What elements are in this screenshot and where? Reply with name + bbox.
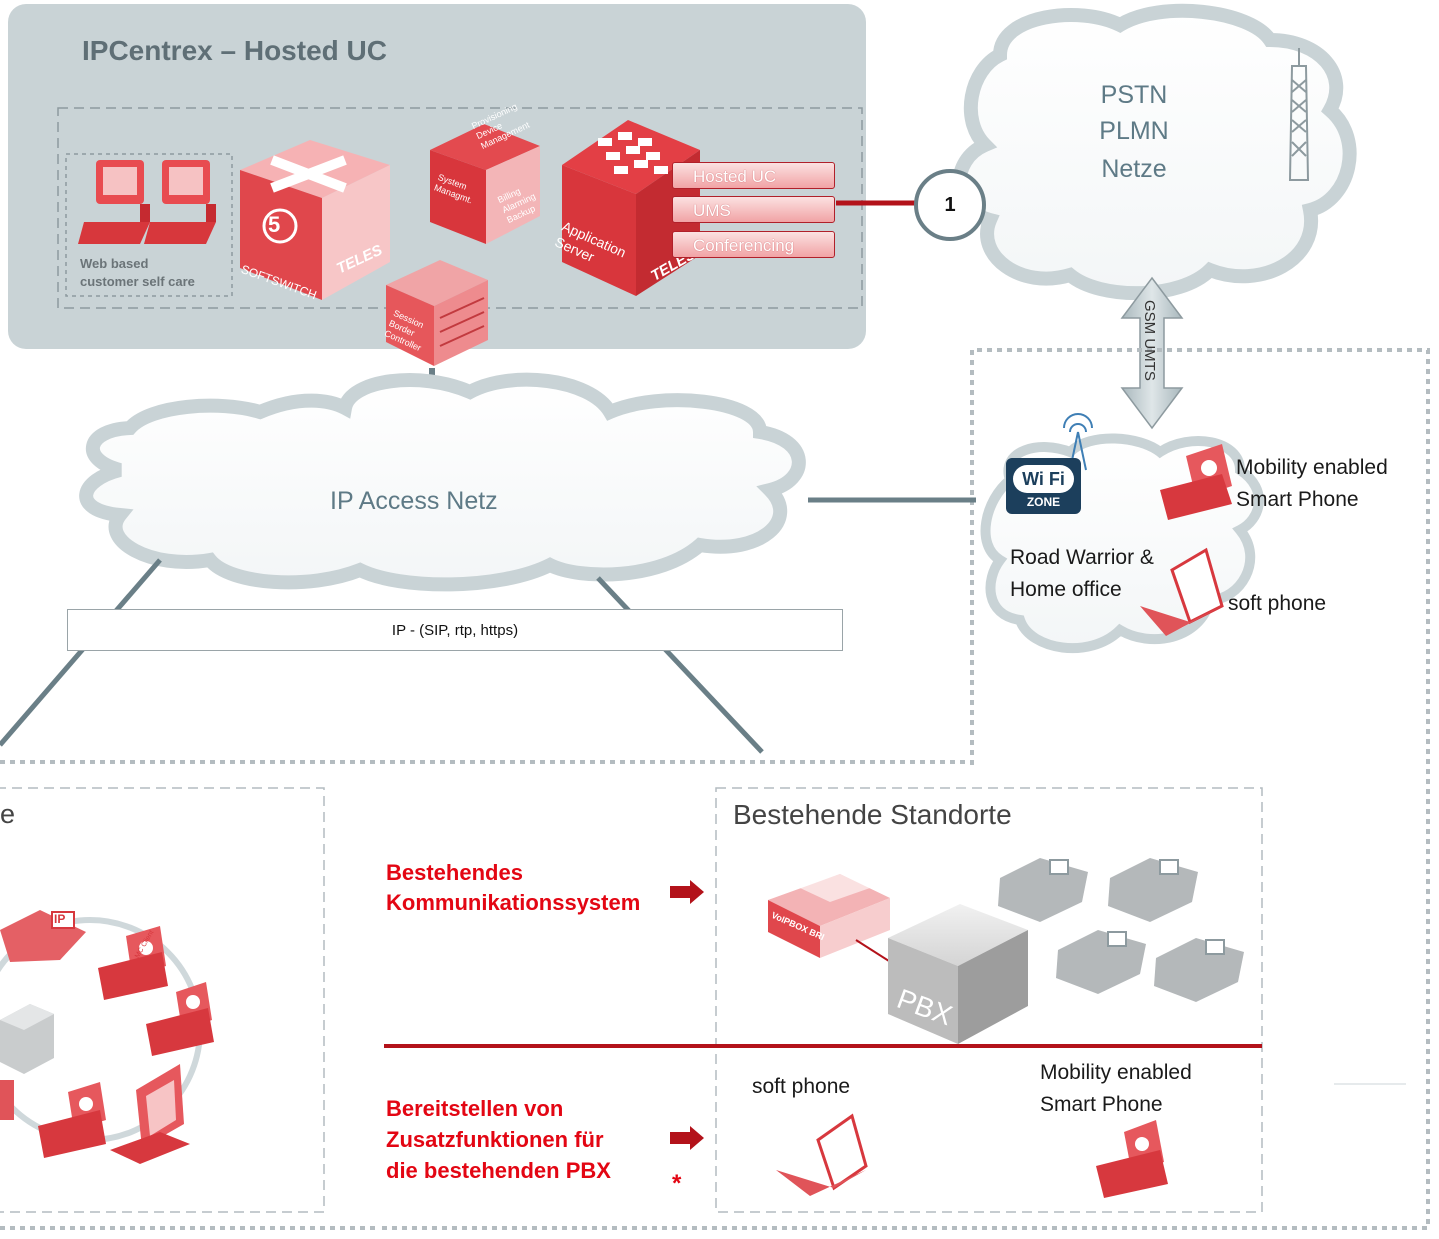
wifi-zone-badge: Wi Fi ZONE	[1006, 458, 1081, 514]
existing-smartphone-label-line2: Smart Phone	[1040, 1093, 1163, 1116]
antenna-tower-icon	[1288, 48, 1310, 181]
wifi-logo-text: Wi Fi	[1013, 465, 1074, 493]
mc-client-phone-icon	[146, 982, 214, 1056]
desk-phone-icon	[998, 858, 1088, 922]
ip-phone-label: IP	[54, 912, 66, 926]
softswitch-cube	[240, 140, 390, 300]
plmn-label: PLMN	[1099, 117, 1169, 145]
pbx-cube	[888, 904, 1028, 1044]
ip-access-label: IP Access Netz	[330, 487, 498, 515]
selfcare-label-line2: customer self care	[80, 274, 195, 289]
link-marker: 1	[914, 169, 986, 241]
mobile-smartphone-icon	[1160, 444, 1232, 520]
desk-phone-icon	[1056, 930, 1146, 994]
left-site-title: e	[0, 799, 16, 829]
management-cube	[430, 124, 540, 244]
softphone-laptop-icon	[776, 1113, 868, 1196]
mc-client-phone-icon	[38, 1082, 106, 1158]
extra-functions-heading-line1: Bereitstellen von	[386, 1096, 564, 1121]
existing-site-link	[596, 576, 764, 754]
ip-phone-icon	[0, 910, 86, 962]
smartphone-icon	[1096, 1120, 1168, 1198]
existing-site-title: Bestehende Standorte	[733, 799, 1012, 830]
protocol-bar: IP - (SIP, rtp, https)	[67, 609, 843, 651]
hosted-uc-title: IPCentrex – Hosted UC	[82, 35, 387, 66]
existing-system-heading-line2: Kommunikationssystem	[386, 890, 641, 915]
roadwarrior-softphone-label: soft phone	[1228, 592, 1327, 615]
desk-phone-icon	[1154, 938, 1244, 1002]
mobile-smartphone-label-line2: Smart Phone	[1236, 488, 1359, 511]
arrow-icon	[670, 1126, 704, 1150]
fax-machine-icon	[0, 1004, 54, 1074]
service-conferencing[interactable]: Conferencing	[672, 231, 835, 258]
left-site-frame	[0, 787, 325, 1213]
road-warrior-label-line1: Road Warrior &	[1010, 546, 1154, 569]
existing-site-frame	[715, 787, 1263, 1213]
desk-phone-icon	[1108, 858, 1198, 922]
selfcare-label-line1: Web based	[80, 256, 149, 271]
netze-label: Netze	[1101, 155, 1167, 183]
extra-functions-heading-line2: Zusatzfunktionen für	[386, 1127, 604, 1152]
softswitch-badge: 5	[268, 212, 281, 237]
wifi-zone-text: ZONE	[1026, 495, 1061, 509]
arrow-icon	[670, 880, 704, 904]
selfcare-frame	[65, 153, 233, 297]
gsm-umts-arrow	[1120, 276, 1184, 430]
existing-system-heading-line1: Bestehendes	[386, 860, 523, 885]
partial-device-icon	[0, 1080, 14, 1120]
hosted-inner-frame	[57, 107, 863, 309]
selfcare-monitor-icon	[78, 160, 150, 244]
extra-functions-heading-line3: die bestehenden PBX	[386, 1158, 611, 1183]
mc-client-phone-icon	[98, 926, 168, 1000]
mobile-zone-frame	[380, 348, 1430, 1230]
existing-smartphone-label-line1: Mobility enabled	[1040, 1061, 1192, 1084]
footnote-asterisk: *	[672, 1170, 682, 1197]
gsm-umts-label: GSM UMTS	[1141, 300, 1158, 381]
voipbox-device	[768, 874, 890, 958]
existing-softphone-label: soft phone	[752, 1075, 851, 1098]
ip-access-cloud	[79, 372, 806, 592]
session-border-controller-cube	[386, 260, 488, 366]
left-site-link	[0, 558, 162, 747]
selfcare-monitor-icon	[144, 160, 216, 244]
pstn-label: PSTN	[1100, 81, 1168, 109]
roadwarrior-laptop-icon	[1140, 547, 1224, 636]
mobile-smartphone-label-line1: Mobility enabled	[1236, 456, 1388, 479]
road-warrior-label-line2: Home office	[1010, 578, 1122, 601]
service-hosted-uc[interactable]: Hosted UC	[672, 162, 835, 189]
service-ums[interactable]: UMS	[672, 196, 835, 223]
desktop-computer-icon	[110, 1064, 190, 1164]
